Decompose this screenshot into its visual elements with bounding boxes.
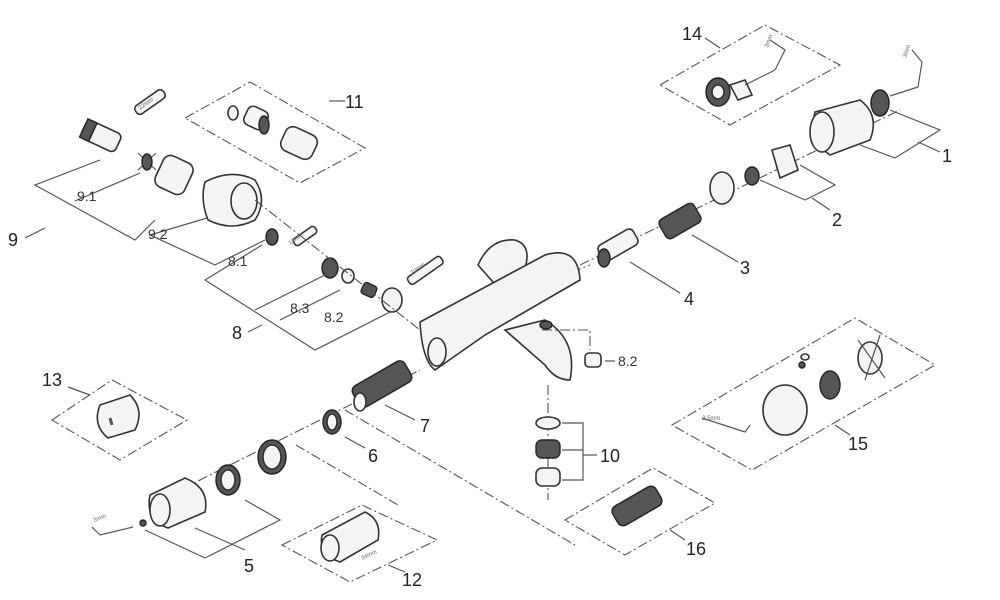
- callout-4: 4: [684, 289, 694, 309]
- kit-15-box: 2.5mm 15: [670, 317, 937, 471]
- hex-key-3mm-icon: [911, 49, 923, 88]
- callout-14: 14: [682, 24, 702, 44]
- callout-8-2-spout: 8.2: [618, 353, 638, 369]
- tool-size-2-5mm: 2.5mm: [702, 416, 720, 422]
- tool-size-34mm: 34mm: [360, 549, 378, 561]
- callout-6: 6: [368, 446, 378, 466]
- kit-15-knob: [762, 384, 808, 436]
- tool-size-3mm-kit14: 3mm: [764, 34, 774, 49]
- hex-key-2-5mm-icon: [701, 417, 751, 433]
- part-8-2-aerator: [584, 352, 602, 368]
- kit-16-box: 16: [344, 409, 717, 559]
- mixer-body: 8.2: [254, 199, 638, 500]
- callout-9-2: 9.2: [148, 226, 168, 242]
- callout-1: 1: [942, 146, 952, 166]
- part-9-1-body: [154, 154, 194, 196]
- left-bottom-assembly: 7 6 3mm 5: [91, 360, 430, 576]
- callout-8-1: 8.1: [228, 253, 248, 269]
- tool-size-3mm-left: 3mm: [93, 514, 108, 524]
- callout-3: 3: [740, 258, 750, 278]
- part-2-clip: [771, 144, 799, 180]
- part-10-strainer: [535, 439, 561, 459]
- callout-2: 2: [832, 210, 842, 230]
- wrench-22mm-icon: [133, 88, 167, 116]
- callout-15: 15: [848, 434, 868, 454]
- part-2-stop: [744, 166, 760, 186]
- kit-16-outline: [563, 467, 717, 556]
- wrench-30mm-icon: [406, 255, 444, 286]
- kit-11-sleeve: [279, 125, 319, 161]
- tool-size-3mm-right: 3mm: [902, 44, 912, 59]
- group-9: 22mm 9 9.1 9.2: [8, 88, 266, 266]
- part-9-2-opening: [230, 182, 258, 220]
- kit-15-gear: [819, 370, 841, 400]
- callout-9: 9: [8, 230, 18, 250]
- part-2-ring: [709, 171, 735, 205]
- callout-16: 16: [686, 539, 706, 559]
- callout-13: 13: [42, 370, 62, 390]
- callout-8-2: 8.2: [324, 309, 344, 325]
- kit-13-box: 13: [42, 370, 189, 461]
- part-8-body: [321, 257, 339, 279]
- body-spout: [503, 319, 573, 381]
- kit-13-outline: [50, 379, 189, 461]
- hex-key-3mm-kit14-icon: [769, 39, 786, 71]
- callout-10: 10: [600, 446, 620, 466]
- callout-8: 8: [232, 323, 242, 343]
- kit-11-ring: [258, 115, 270, 135]
- kit-11-box: 11: [183, 81, 367, 184]
- group-8: 12mm 30mm 8 8.1 8.3 8.2: [203, 225, 444, 351]
- kit-12-outline: [280, 504, 439, 583]
- callout-11: 11: [345, 92, 364, 112]
- body-bar: [419, 252, 581, 371]
- kit-12-box: 34mm 12: [280, 504, 439, 590]
- group-10: 10: [535, 416, 620, 487]
- part-1-cap: [870, 89, 890, 117]
- body-left-port: [427, 337, 447, 367]
- callout-8-3: 8.3: [290, 300, 310, 316]
- part-10-seat: [535, 467, 561, 487]
- part-8-oring: [341, 268, 355, 284]
- callout-7: 7: [420, 416, 430, 436]
- kit-15-outline: [670, 317, 937, 471]
- kit-14-outline: [658, 24, 842, 126]
- kit-11-outline: [183, 81, 367, 184]
- kit-11-washer: [227, 105, 239, 121]
- part-3-cartridge: [658, 202, 702, 240]
- callout-9-1: 9.1: [77, 188, 97, 204]
- kit-14-box: 3mm 14: [658, 24, 842, 126]
- kit-16-cartridge: [611, 485, 663, 527]
- callout-12: 12: [402, 570, 422, 590]
- part-9-1-clip: [141, 153, 153, 171]
- right-assembly: 4 3 2 3mm 1: [579, 44, 952, 309]
- hex-key-3mm-left-icon: [91, 526, 134, 536]
- kit-13-cap: [96, 394, 140, 439]
- part-10-washer: [535, 416, 561, 430]
- callout-5: 5: [244, 556, 254, 576]
- part-8-2-nut: [381, 287, 403, 313]
- wrench-12mm-icon: [292, 225, 318, 247]
- part-8-1-nut: [265, 228, 279, 246]
